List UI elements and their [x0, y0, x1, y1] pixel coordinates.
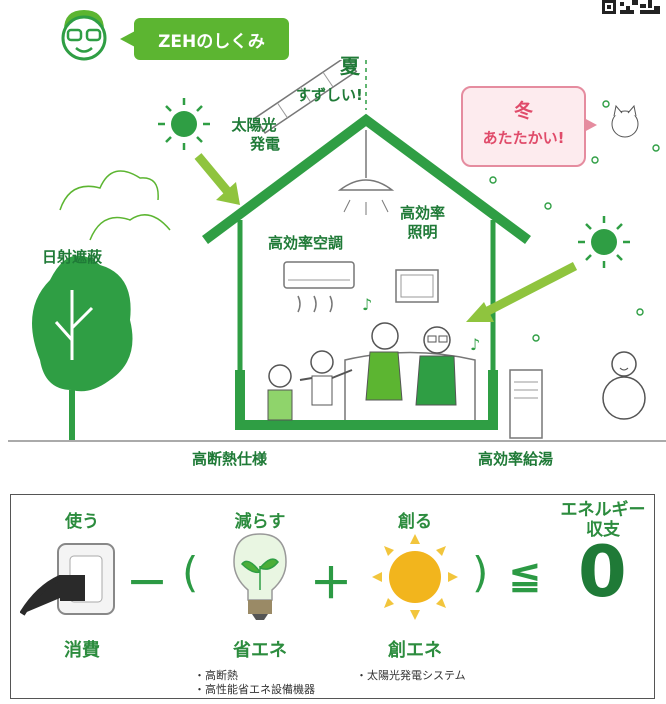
- tree-icon: [32, 255, 133, 440]
- sunlight-arrow-icon: [481, 262, 578, 317]
- solar-label-line2: 発電: [250, 135, 281, 153]
- air-conditioner-icon: [283, 261, 355, 313]
- light-fixture-icon: [337, 130, 395, 215]
- solar-label: 太陽光 発電: [228, 116, 281, 154]
- family-illustration: [267, 322, 457, 421]
- sunlight-arrow-icon: [194, 153, 232, 195]
- less-equal-sign: ≦: [508, 552, 542, 598]
- minus-sign: －: [126, 559, 169, 608]
- lighting-label-line2: 照明: [407, 223, 438, 241]
- music-note-icon: ♪: [470, 335, 480, 354]
- aircon-label: 高効率空調: [268, 234, 344, 252]
- solar-panel-icon: [253, 60, 358, 134]
- water-heater-icon: [509, 369, 543, 439]
- snow-dots: [489, 100, 660, 342]
- close-paren: ): [472, 548, 489, 597]
- energy-formula-panel: [10, 494, 655, 699]
- lighting-label-line1: 高効率: [400, 204, 446, 222]
- insulation-label: 高断熱仕様: [192, 450, 268, 468]
- summer-title: 夏: [340, 54, 360, 78]
- energy-title-line2: 収支: [586, 520, 620, 540]
- creating-note: ・太陽光発電システム: [356, 669, 466, 682]
- solar-label-line1: 太陽光: [231, 116, 277, 134]
- house-walls: [237, 220, 496, 370]
- house-illustration: ♪ ♪: [8, 60, 666, 442]
- lighting-label: 高効率 照明: [400, 204, 445, 242]
- winter-title: 冬: [513, 100, 533, 122]
- cat-icon: [611, 104, 639, 138]
- open-paren: (: [182, 548, 199, 597]
- house-floor: [235, 370, 498, 430]
- roof: [202, 113, 531, 245]
- arrow-head: [216, 182, 240, 205]
- plus-sign: ＋: [310, 559, 353, 608]
- sun-energy-icon: [372, 534, 458, 620]
- avatar-icon: [61, 10, 107, 61]
- create-title: 創る: [398, 512, 432, 532]
- sun-icon: [578, 216, 630, 268]
- sun-icon: [158, 98, 210, 150]
- use-title: 使う: [65, 512, 99, 532]
- power-outlet-icon: [20, 543, 115, 616]
- summer-caption: すずしい!: [296, 86, 363, 104]
- saving-label: 省エネ: [233, 640, 287, 661]
- winter-caption: あたたかい!: [482, 129, 565, 147]
- saving-note-2: ・高性能省エネ設備機器: [194, 683, 315, 696]
- led-bulb-icon: [233, 533, 287, 620]
- cloud-icon: [89, 214, 171, 241]
- music-note-icon: ♪: [362, 295, 372, 314]
- creating-label: 創エネ: [388, 640, 442, 661]
- snowman-icon: [602, 351, 646, 420]
- zeh-badge: ZEHのしくみ: [120, 18, 289, 60]
- cloud-icon: [59, 170, 159, 211]
- winter-callout: 冬 あたたかい!: [461, 86, 597, 167]
- reduce-title: 減らす: [234, 512, 286, 532]
- saving-note-1: ・高断熱: [194, 669, 238, 682]
- shading-label: 日射遮蔽: [42, 248, 103, 266]
- saving-notes: ・高断熱 ・高性能省エネ設備機器: [194, 669, 315, 697]
- arrow-head: [466, 302, 494, 322]
- zero-value: 0: [578, 531, 627, 613]
- qr-code-fragment: [602, 0, 660, 14]
- energy-balance-title: エネルギー 収支: [540, 500, 666, 540]
- consumption-label: 消費: [64, 640, 100, 661]
- hot-water-label: 高効率給湯: [478, 450, 554, 468]
- energy-title-line1: エネルギー: [560, 500, 646, 520]
